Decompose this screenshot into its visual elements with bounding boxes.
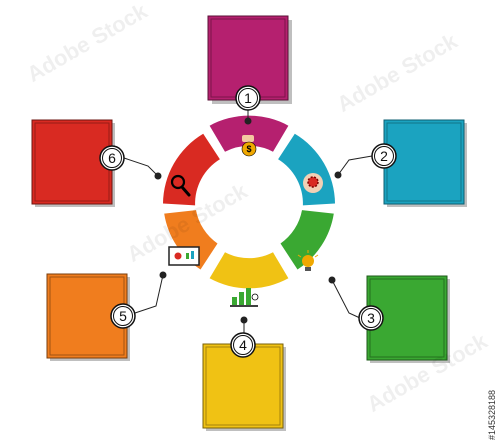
badge-outer-ring xyxy=(110,303,136,329)
ring-segment-5 xyxy=(164,210,218,270)
head-gear-icon xyxy=(303,173,323,193)
ring-segment-3 xyxy=(280,210,334,270)
step-badge-5: 5 xyxy=(110,303,136,329)
box-fill xyxy=(383,119,465,205)
badge-outer-ring xyxy=(371,143,397,169)
badge-outer-ring xyxy=(358,305,384,331)
connector-line xyxy=(123,157,159,177)
connector-line xyxy=(134,274,164,314)
connector-2 xyxy=(334,155,373,179)
mini-bar xyxy=(186,253,189,259)
ray xyxy=(297,254,302,258)
presentation-board-icon xyxy=(168,246,200,266)
connector-5 xyxy=(134,271,167,314)
connector-line xyxy=(337,155,373,176)
dollar-sign: $ xyxy=(246,144,251,154)
badge-inner-ring xyxy=(233,335,253,355)
badge-outer-ring xyxy=(99,145,125,171)
connector-dot xyxy=(328,276,336,284)
step-number-4: 4 xyxy=(239,337,247,353)
mini-bar xyxy=(191,251,194,259)
pie-mark xyxy=(174,252,182,260)
step-number-1: 1 xyxy=(244,90,252,106)
connector-dot xyxy=(159,271,167,279)
badge-outer-ring xyxy=(230,332,256,358)
handle xyxy=(180,185,191,197)
badge-inner-ring xyxy=(238,88,258,108)
text-box-6 xyxy=(31,119,115,207)
box-fill xyxy=(31,119,113,205)
stock-id-label: #145328188 xyxy=(487,330,499,440)
ring-segment-2 xyxy=(278,133,335,206)
connector-6 xyxy=(123,157,162,180)
connector-line xyxy=(331,279,361,319)
step-badge-4: 4 xyxy=(230,332,256,358)
connector-dot xyxy=(334,171,342,179)
bar xyxy=(246,288,251,305)
ring-segment-4 xyxy=(209,252,289,289)
bar-chart-icon xyxy=(230,288,259,307)
step-badge-3: 3 xyxy=(358,305,384,331)
badge-outer-ring xyxy=(235,85,261,111)
bar xyxy=(239,292,244,305)
board xyxy=(168,246,200,266)
lens xyxy=(170,174,186,190)
step-number-2: 2 xyxy=(380,148,388,164)
pointer-dot xyxy=(251,293,259,301)
badge-inner-ring xyxy=(374,146,394,166)
step-number-3: 3 xyxy=(367,310,375,326)
stock-id-text: #145328188 xyxy=(487,389,497,440)
step-badge-6: 6 xyxy=(99,145,125,171)
coin-bag xyxy=(241,141,257,157)
ray xyxy=(314,254,319,258)
connector-dot xyxy=(240,316,248,324)
step-number-6: 6 xyxy=(108,150,116,166)
connector-1 xyxy=(244,110,252,125)
connector-dot xyxy=(244,117,252,125)
text-box-1 xyxy=(207,15,292,104)
step-badge-2: 2 xyxy=(371,143,397,169)
magnifier-icon xyxy=(170,174,191,197)
badge-inner-ring xyxy=(361,308,381,328)
ring-segment-1 xyxy=(209,115,289,152)
text-box-4 xyxy=(202,343,286,431)
ring-segment-6 xyxy=(163,133,220,206)
text-box-2 xyxy=(383,119,467,207)
money-bag-hand-icon: $ xyxy=(241,135,257,157)
box-fill xyxy=(202,343,284,429)
bulb-glass xyxy=(302,255,314,267)
step-badge-1: 1 xyxy=(235,85,261,111)
badge-inner-ring xyxy=(102,148,122,168)
lightbulb-icon xyxy=(297,250,319,271)
badge-inner-ring xyxy=(113,306,133,326)
bar xyxy=(232,297,237,305)
bulb-base xyxy=(305,267,311,271)
step-number-5: 5 xyxy=(119,308,127,324)
connector-4 xyxy=(240,316,248,334)
gear-shape xyxy=(307,176,319,188)
hand-shape xyxy=(242,135,254,142)
connector-dot xyxy=(154,172,162,180)
connector-3 xyxy=(328,276,361,319)
